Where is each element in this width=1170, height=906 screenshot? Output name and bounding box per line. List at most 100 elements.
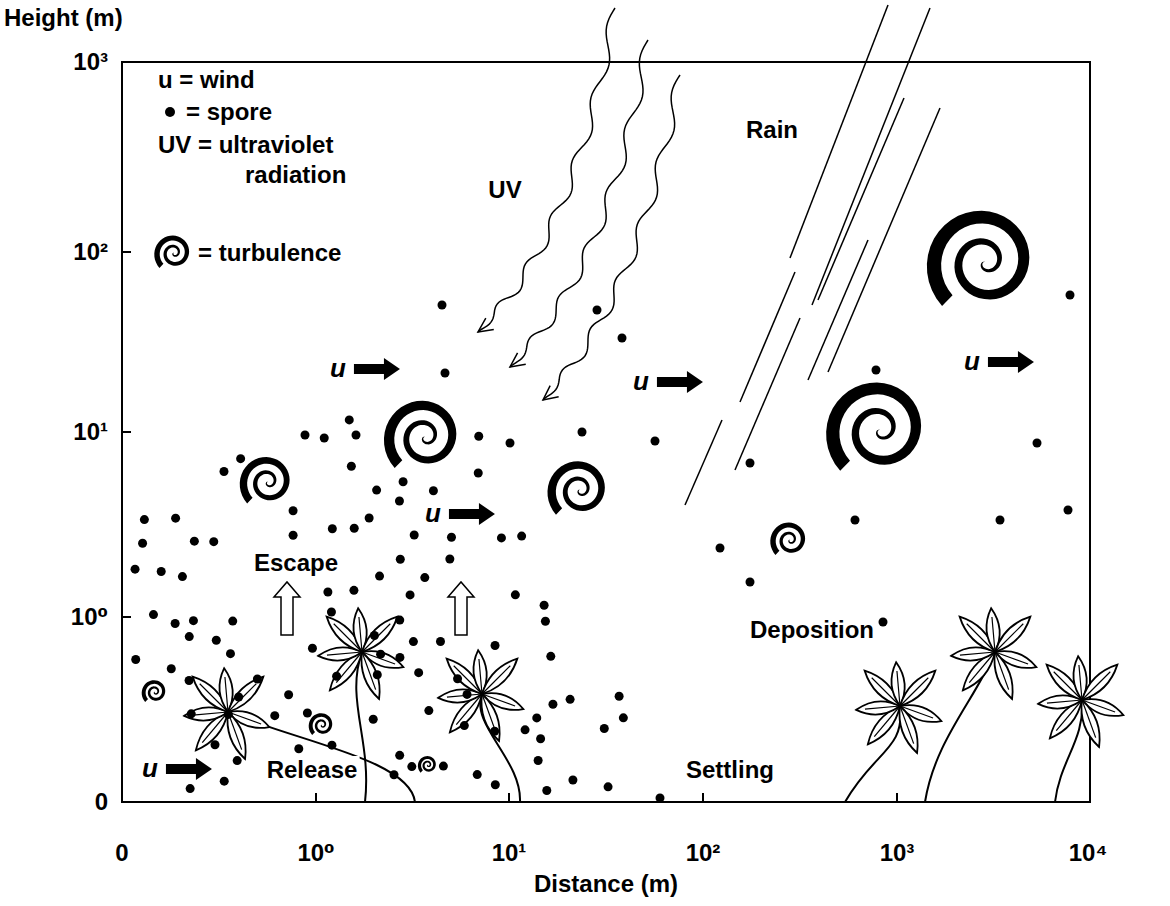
spore bbox=[228, 617, 237, 626]
leaf-vein bbox=[482, 666, 510, 694]
spore bbox=[546, 652, 555, 661]
spore bbox=[350, 524, 359, 533]
spore bbox=[167, 664, 176, 673]
leaf-blade bbox=[445, 690, 487, 737]
wind-arrow bbox=[354, 358, 400, 380]
spore bbox=[578, 428, 587, 437]
legend-text: UV = ultraviolet radiation bbox=[158, 130, 420, 190]
spore bbox=[171, 514, 180, 523]
axis-tick bbox=[896, 793, 898, 802]
leaf bbox=[445, 690, 487, 737]
spore-group bbox=[131, 291, 1075, 803]
axis-tick bbox=[702, 793, 704, 802]
spore bbox=[171, 619, 180, 628]
spore bbox=[879, 618, 888, 627]
spore bbox=[187, 709, 196, 718]
spore bbox=[474, 432, 483, 441]
leaf bbox=[990, 612, 1035, 657]
wind-arrow bbox=[166, 758, 212, 780]
spore bbox=[323, 588, 332, 597]
spore bbox=[186, 784, 195, 793]
spore bbox=[445, 555, 454, 564]
leaf-vein bbox=[193, 712, 228, 715]
spore bbox=[996, 516, 1005, 525]
spore bbox=[289, 531, 298, 540]
spore bbox=[532, 713, 541, 722]
spore bbox=[1064, 506, 1073, 515]
spore bbox=[308, 644, 317, 653]
spore bbox=[746, 459, 755, 468]
spore bbox=[178, 572, 187, 581]
spore bbox=[224, 710, 233, 719]
leaf-vein bbox=[228, 684, 256, 712]
process-label: Escape bbox=[252, 549, 340, 577]
turbulence-spiral bbox=[826, 383, 921, 471]
leaf-vein bbox=[865, 706, 900, 709]
spore bbox=[140, 515, 149, 524]
leaf-vein bbox=[362, 652, 376, 690]
spore bbox=[270, 711, 279, 720]
spore bbox=[566, 695, 575, 704]
leaf bbox=[223, 672, 268, 717]
rain-streak bbox=[740, 272, 795, 402]
spore bbox=[185, 676, 194, 685]
spore bbox=[536, 734, 545, 743]
leaf bbox=[477, 654, 522, 699]
escape-arrow bbox=[274, 582, 300, 635]
spore bbox=[345, 415, 354, 424]
spore bbox=[460, 721, 469, 730]
spore bbox=[593, 306, 602, 315]
tick-label: 10² bbox=[684, 839, 723, 867]
spore bbox=[157, 567, 166, 576]
spore bbox=[615, 692, 624, 701]
spore bbox=[490, 727, 499, 736]
tick-label: 10³ bbox=[878, 839, 917, 867]
spore bbox=[604, 782, 613, 791]
legend-text: u = wind bbox=[158, 65, 255, 95]
spore bbox=[399, 477, 408, 486]
leaf-blade bbox=[990, 612, 1035, 657]
rain-streak bbox=[808, 240, 868, 380]
leaf-vein bbox=[1079, 665, 1082, 700]
leaf-vein bbox=[1082, 672, 1110, 700]
turbulence-spiral bbox=[547, 461, 604, 514]
tick-label: 10² bbox=[71, 238, 110, 266]
spore bbox=[600, 724, 609, 733]
spore bbox=[541, 617, 550, 626]
rain-streak bbox=[828, 108, 940, 372]
rain-streak bbox=[812, 8, 930, 305]
uv-ray bbox=[510, 40, 648, 367]
leaf-blade bbox=[477, 654, 522, 699]
leaf-blade bbox=[476, 692, 505, 743]
spore bbox=[438, 301, 447, 310]
spore bbox=[369, 715, 378, 724]
rain-streak bbox=[735, 318, 800, 470]
process-label: Rain bbox=[744, 116, 800, 144]
spore bbox=[436, 637, 445, 646]
leaf-blade bbox=[989, 650, 1018, 701]
spore bbox=[212, 636, 221, 645]
spore bbox=[352, 431, 361, 440]
wind-arrow bbox=[657, 371, 703, 393]
spore bbox=[420, 573, 429, 582]
spore bbox=[429, 486, 438, 495]
uv-arrowhead bbox=[543, 386, 559, 400]
legend-text: = turbulence bbox=[198, 238, 341, 268]
leaf bbox=[989, 650, 1018, 701]
spore bbox=[332, 672, 341, 681]
spore bbox=[395, 616, 404, 625]
spore bbox=[407, 762, 416, 771]
wind-symbol: u bbox=[962, 347, 982, 375]
spore bbox=[406, 590, 415, 599]
spore bbox=[226, 649, 235, 658]
spore bbox=[294, 744, 303, 753]
spore bbox=[301, 431, 310, 440]
spore bbox=[409, 637, 418, 646]
leaf-vein bbox=[995, 652, 1009, 690]
axis-tick bbox=[122, 431, 131, 433]
spore bbox=[491, 780, 500, 789]
spore bbox=[185, 632, 194, 641]
spore bbox=[209, 537, 218, 546]
spore bbox=[219, 467, 228, 476]
spore bbox=[138, 539, 147, 548]
